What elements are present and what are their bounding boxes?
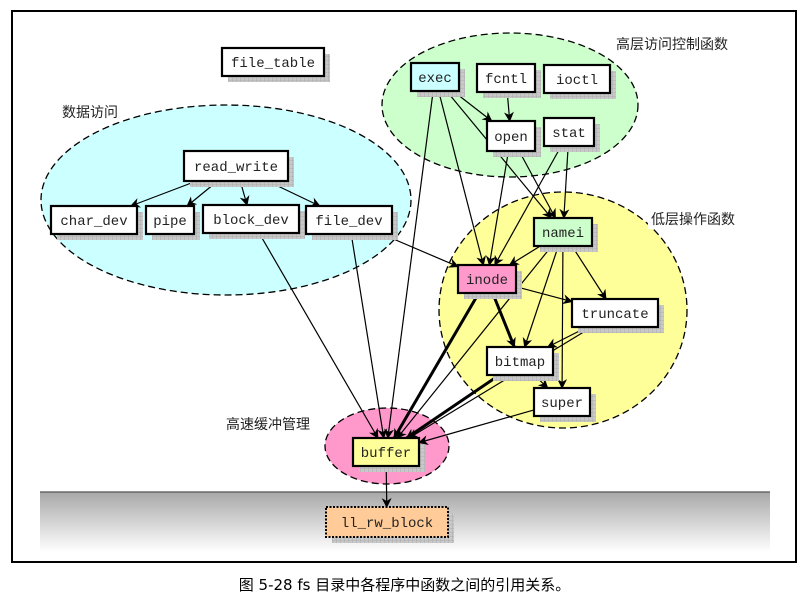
node-label: exec (418, 71, 452, 87)
figure-caption: 图 5-28 fs 目录中各程序中函数之间的引用关系。 (238, 576, 571, 594)
edge-inode-to-buffer (392, 292, 481, 439)
node-label: file_dev (315, 214, 382, 230)
edge-read_write-to-char_dev (129, 180, 197, 208)
edge-open-to-inode (485, 150, 510, 266)
edge-open-to-namei (518, 150, 556, 219)
edge-namei-to-truncate (571, 245, 607, 300)
edge-exec-to-buffer (384, 90, 434, 439)
group-label-low-level: 低层操作函数 (651, 212, 735, 228)
node-label: ll_rw_block (341, 516, 433, 532)
edge-bitmap-to-buffer (405, 373, 501, 440)
edge-namei-to-buffer (396, 245, 553, 439)
nodes: file_table read_write char_dev pipe block_de… (49, 46, 664, 543)
node-label: fcntl (485, 72, 527, 88)
label-backdrop (648, 205, 758, 229)
node-block-dev: block_dev (201, 203, 305, 239)
node-label: pipe (153, 214, 187, 230)
node-file-table: file_table (220, 46, 330, 82)
node-label: block_dev (213, 213, 289, 229)
group-label-data-access: 数据访问 (62, 105, 118, 121)
node-buffer: buffer (351, 436, 425, 472)
node-inode: inode (456, 263, 522, 299)
node-box (542, 116, 596, 148)
node-box (325, 506, 449, 538)
node-pipe: pipe (144, 204, 200, 240)
node-box (532, 386, 592, 418)
node-label: super (541, 396, 583, 412)
node-box (220, 46, 326, 78)
node-box (485, 345, 555, 377)
node-label: open (494, 130, 528, 146)
node-box (304, 204, 394, 236)
node-label: truncate (581, 307, 648, 323)
edge-inode-to-bitmap (491, 292, 516, 348)
node-label: char_dev (60, 214, 127, 230)
label-backdrop (612, 32, 752, 54)
group-data-access (40, 104, 412, 296)
node-char-dev: char_dev (49, 204, 143, 240)
node-label: inode (466, 273, 508, 289)
edge-inode-to-truncate (515, 286, 573, 305)
node-bitmap: bitmap (485, 345, 559, 381)
node-exec: exec (409, 61, 465, 97)
node-label: stat (552, 126, 586, 142)
group-label-buffer-mgmt: 高速缓冲管理 (226, 416, 310, 433)
node-label: ioctl (556, 73, 598, 89)
edge-stat-to-namei (559, 145, 570, 219)
node-box (351, 436, 421, 468)
node-label: read_write (194, 160, 278, 176)
node-box (475, 62, 537, 94)
node-label: file_table (231, 56, 315, 72)
node-truncate: truncate (570, 297, 664, 333)
node-box (456, 263, 518, 295)
edge-namei-to-super (557, 245, 568, 389)
node-namei: namei (532, 216, 598, 252)
node-box (144, 204, 196, 236)
group-label-high-level: 高层访问控制函数 (616, 36, 728, 53)
edge-file_dev-to-buffer (350, 233, 388, 439)
edge-namei-to-bitmap (522, 245, 559, 348)
node-ll-rw-block: ll_rw_block (325, 506, 454, 543)
node-box (485, 119, 537, 153)
node-box (49, 204, 139, 236)
edge-super-to-buffer (418, 409, 535, 445)
edge-block_dev-to-buffer (258, 232, 379, 439)
edge-buffer-to-ll_rw_block (381, 465, 392, 508)
node-file-dev: file_dev (304, 204, 398, 240)
node-fcntl: fcntl (475, 62, 541, 98)
node-label: bitmap (495, 355, 545, 371)
node-box (409, 61, 461, 93)
node-stat: stat (542, 116, 600, 152)
node-box (542, 63, 612, 95)
edges (129, 90, 607, 508)
node-open: open (485, 119, 541, 157)
node-box (201, 203, 301, 235)
edge-namei-to-inode (508, 245, 541, 266)
node-box (570, 297, 660, 329)
node-ioctl: ioctl (542, 63, 616, 99)
node-label: buffer (361, 446, 411, 462)
edge-exec-to-inode (438, 90, 486, 266)
edge-stat-to-inode (494, 145, 562, 266)
node-box (182, 149, 290, 183)
call-graph-diagram: 数据访问 高层访问控制函数 低层操作函数 高速缓冲管理 file_tablere… (40, 32, 770, 552)
node-read-write: read_write (182, 149, 294, 187)
edge-truncate-to-buffer (408, 326, 593, 439)
node-label: namei (542, 226, 584, 242)
node-box (532, 216, 594, 248)
node-super: super (532, 386, 596, 422)
